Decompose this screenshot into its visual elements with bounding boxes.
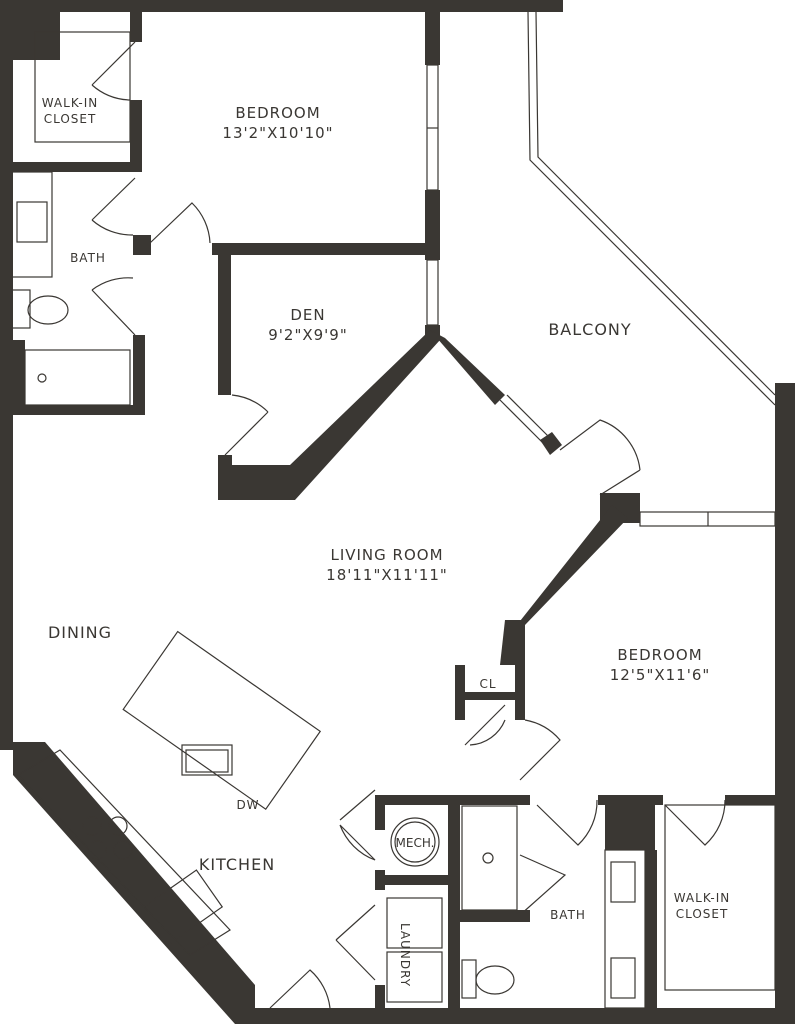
room-dimensions: 18'11"X11'11" xyxy=(326,566,448,584)
label-line: CLOSET xyxy=(43,112,97,126)
room-name: DEN xyxy=(290,306,326,324)
room-name: LIVING ROOM xyxy=(330,546,444,564)
balcony-label: BALCONY xyxy=(548,320,632,339)
bath2-label: BATH xyxy=(550,908,586,922)
dishwasher-label: DW xyxy=(236,798,260,812)
kitchen-label: KITCHEN xyxy=(198,855,276,874)
dining-label: DINING xyxy=(47,623,113,642)
laundry-label: LAUNDRY xyxy=(398,922,412,988)
walkin-closet1-label: WALK-IN CLOSET xyxy=(42,95,99,127)
living-room-label: LIVING ROOM 18'11"X11'11" xyxy=(326,545,448,585)
closet-cl-label: CL xyxy=(479,677,497,691)
label-line: WALK-IN xyxy=(41,96,99,110)
bedroom1-label: BEDROOM 13'2"X10'10" xyxy=(222,103,333,143)
room-dimensions: 13'2"X10'10" xyxy=(222,124,334,142)
den-label: DEN 9'2"X9'9" xyxy=(268,305,348,345)
bedroom2-label: BEDROOM 12'5"X11'6" xyxy=(610,645,711,685)
walkin-closet2-label: WALK-IN CLOSET xyxy=(674,890,731,922)
room-dimensions: 12'5"X11'6" xyxy=(609,666,711,684)
room-name: BEDROOM xyxy=(617,646,703,664)
mech-label: MECH. xyxy=(395,836,435,850)
bath1-label: BATH xyxy=(70,251,106,265)
room-name: BEDROOM xyxy=(235,104,321,122)
fixtures xyxy=(11,11,776,1009)
label-line: WALK-IN xyxy=(673,891,731,905)
room-dimensions: 9'2"X9'9" xyxy=(268,326,348,344)
label-line: CLOSET xyxy=(675,907,729,921)
